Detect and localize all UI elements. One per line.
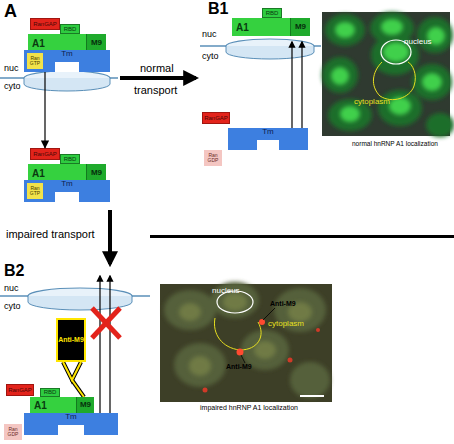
compartment-label: cyto	[4, 302, 21, 312]
image-label: Anti-M9	[226, 363, 252, 371]
nuclear-envelope	[0, 71, 118, 91]
compartment-label: cyto	[4, 82, 21, 92]
node-text: Ran GDP	[204, 153, 222, 164]
return-arrow	[291, 42, 292, 128]
ran-box: Ran GDP	[204, 150, 222, 166]
node-text: A1	[34, 400, 47, 411]
transport-arrow	[108, 210, 112, 264]
block-cross	[92, 308, 120, 338]
node-text: RBD	[44, 389, 57, 396]
domain-box: RBD	[60, 24, 80, 34]
return-arrow	[109, 276, 110, 413]
node-text: Tm	[61, 50, 73, 59]
protein-box: A1	[30, 397, 76, 413]
domain-box: M9	[290, 18, 310, 36]
node-text: Ran GTP	[27, 56, 43, 67]
receptor-box: Tm	[24, 413, 118, 435]
compartment-label: nuc	[202, 30, 217, 40]
divider	[150, 235, 454, 238]
compartment-label: nuc	[4, 284, 19, 294]
receptor-notch	[257, 140, 279, 150]
receptor-notch	[55, 192, 79, 202]
receptor-box: Tm	[228, 128, 308, 150]
panel-label: B2	[4, 262, 24, 280]
compartment-label: nuc	[4, 64, 19, 74]
image-label: cytoplasm	[354, 98, 390, 107]
node-text: RanGAP	[33, 151, 57, 158]
node-text: M9	[91, 39, 102, 48]
receptor-box: TmRan GTP	[24, 50, 110, 72]
return-arrow	[99, 276, 100, 413]
node-text: RanGAP	[8, 387, 32, 394]
protein-box: A1	[232, 18, 290, 36]
node-text: Ran GTP	[27, 186, 43, 197]
node-text: A1	[32, 38, 45, 49]
image-label: nucleus	[404, 38, 432, 47]
nuclear-envelope	[0, 288, 150, 310]
arrow-label: impaired transport	[6, 228, 95, 240]
protein-box: RanGAP	[30, 148, 60, 160]
node-text: A1	[32, 168, 45, 179]
image-caption: impaired hnRNP A1 localization	[200, 404, 298, 412]
antibody-box: Anti-M9	[56, 318, 86, 362]
node-text: Tm	[61, 180, 73, 189]
node-text: M9	[80, 401, 91, 410]
return-arrow	[301, 42, 302, 128]
node-text: M9	[295, 23, 306, 32]
receptor-box: TmRan GTP	[24, 180, 110, 202]
compartment-label: cyto	[202, 52, 219, 62]
node-text: RBD	[64, 26, 77, 33]
micrograph	[322, 12, 454, 137]
node-text: Tm	[262, 128, 274, 137]
node-text: A1	[236, 22, 249, 33]
image-label: Anti-M9	[270, 300, 296, 308]
ran-box: Ran GTP	[27, 53, 43, 69]
domain-box: RBD	[262, 8, 282, 18]
domain-box: RBD	[60, 154, 80, 164]
node-text: RanGAP	[33, 21, 57, 28]
ran-box: Ran GTP	[27, 183, 43, 199]
image-label: cytoplasm	[268, 320, 304, 329]
ran-box: Ran GDP	[4, 424, 22, 440]
receptor-notch	[58, 425, 84, 435]
node-text: Ran GDP	[4, 427, 22, 438]
node-text: RanGAP	[204, 115, 228, 122]
node-text: M9	[91, 169, 102, 178]
protein-box: RanGAP	[202, 112, 230, 124]
domain-box: M9	[76, 397, 94, 413]
node-text: Tm	[65, 413, 77, 422]
arrow-label: transport	[134, 84, 177, 96]
node-text: Anti-M9	[58, 336, 84, 344]
protein-box: RanGAP	[30, 18, 60, 30]
node-text: RBD	[64, 156, 77, 163]
domain-box: RBD	[40, 388, 60, 397]
transport-connector	[44, 72, 45, 148]
antibody-symbol	[63, 362, 84, 397]
transport-arrow	[120, 76, 196, 80]
node-text: RBD	[266, 10, 279, 17]
panel-label: B1	[208, 0, 228, 18]
panel-label: A	[4, 2, 17, 22]
receptor-notch	[55, 62, 79, 72]
arrow-label: normal	[140, 62, 174, 74]
image-caption: normal hnRNP A1 localization	[352, 140, 438, 147]
micrograph	[160, 282, 332, 402]
protein-box: RanGAP	[6, 384, 34, 396]
image-label: nucleus	[212, 287, 240, 296]
